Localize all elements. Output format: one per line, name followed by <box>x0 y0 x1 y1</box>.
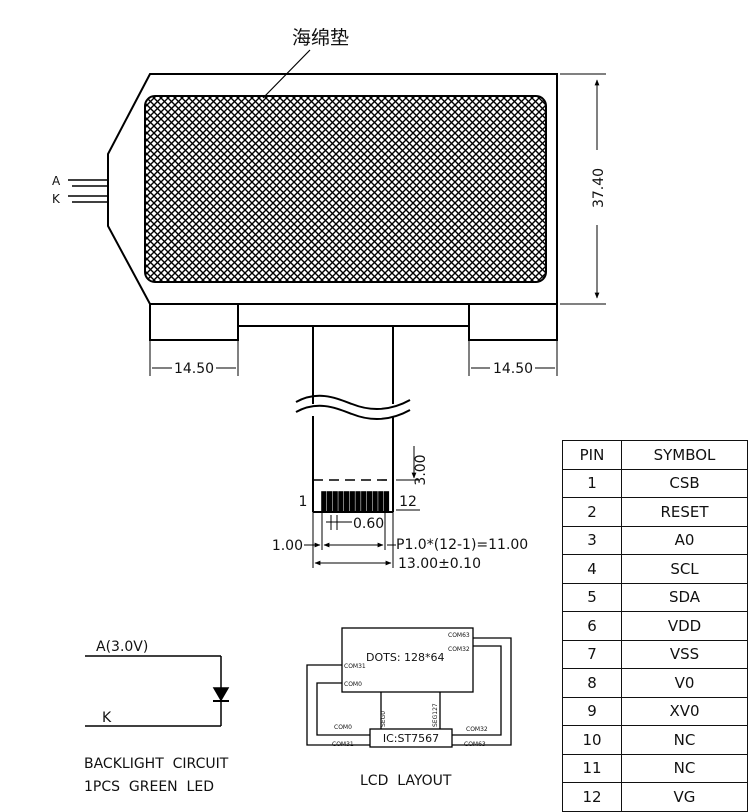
right-ear-width: 14.50 <box>493 361 533 377</box>
pin-number: 12 <box>562 782 622 812</box>
fpc-contact-pad <box>355 491 361 513</box>
symbol-header: SYMBOL <box>621 440 748 470</box>
fpc-contact-pad <box>338 491 344 513</box>
backlight-circuit <box>85 655 230 727</box>
pin-symbol: NC <box>621 753 748 783</box>
pin-number: 5 <box>562 582 622 612</box>
lcd-seg127: SEG127 <box>432 703 439 727</box>
pin-number: 2 <box>562 497 622 527</box>
pin-number: 6 <box>562 611 622 641</box>
pad-width-value: 0.60 <box>353 516 384 532</box>
pin-symbol: VSS <box>621 639 748 669</box>
pin-table-header: PIN SYMBOL <box>562 440 748 470</box>
ear-dimensions <box>149 340 558 376</box>
fpc-contact-pad <box>349 491 355 513</box>
pin-symbol: V0 <box>621 668 748 698</box>
pin-symbol: CSB <box>621 468 748 498</box>
pin-number: 10 <box>562 725 622 755</box>
lcd-com63-top: COM63 <box>448 632 470 639</box>
backlight-caption-line1: BACKLIGHT CIRCUIT <box>84 756 229 772</box>
backlight-pins <box>68 179 108 203</box>
lcd-layout <box>306 627 512 748</box>
fpc-contact-pad <box>383 491 390 513</box>
pin-number: 9 <box>562 696 622 726</box>
fpc-contact-pad <box>372 491 378 513</box>
pin-symbol: SCL <box>621 554 748 584</box>
lcd-com0-bottom: COM0 <box>334 724 352 731</box>
fpc-cable <box>295 326 411 513</box>
left-ear-width: 14.50 <box>174 361 214 377</box>
fpc-pin-last: 12 <box>399 494 417 510</box>
fpc-width-value: 13.00±0.10 <box>398 556 481 572</box>
pin-symbol: VDD <box>621 611 748 641</box>
lcd-com0-left: COM0 <box>344 681 362 688</box>
pin-symbol: VG <box>621 782 748 812</box>
fpc-contact-pad <box>326 491 333 513</box>
foam-pad <box>144 95 547 283</box>
backlight-caption-line2: 1PCS GREEN LED <box>84 779 214 795</box>
lcd-com31-bottom: COM31 <box>332 741 354 748</box>
height-dimension <box>560 73 606 305</box>
lcd-com32-top: COM32 <box>448 646 470 653</box>
pin-symbol: XV0 <box>621 696 748 726</box>
lcd-com31-left: COM31 <box>344 663 366 670</box>
pitch-value: P1.0*(12-1)=11.00 <box>396 537 528 553</box>
fpc-contact-pad <box>361 491 367 513</box>
pin-symbol: RESET <box>621 497 748 527</box>
pin-symbol: A0 <box>621 525 748 555</box>
lcd-dots: DOTS: 128*64 <box>366 651 445 664</box>
foam-leader <box>262 49 311 99</box>
pin-a-label: A <box>52 174 61 188</box>
pin-symbol: NC <box>621 725 748 755</box>
fpc-contact-pad <box>332 491 338 513</box>
lcd-seg0: SEG0 <box>380 711 387 727</box>
lcd-com32-bottom: COM32 <box>466 726 488 733</box>
backlight-anode-label: A(3.0V) <box>96 639 148 655</box>
lcd-ic: IC:ST7567 <box>383 732 439 745</box>
pitch-dimension <box>304 512 396 568</box>
fpc-contacts <box>321 491 390 513</box>
fpc-contact-pad <box>366 491 373 513</box>
fpc-contact-pad <box>321 491 327 513</box>
pin-number: 11 <box>562 753 622 783</box>
foam-label: 海绵垫 <box>292 27 349 49</box>
pin-number: 3 <box>562 525 622 555</box>
fpc-pin-first: 1 <box>299 494 308 510</box>
pin-number: 1 <box>562 468 622 498</box>
tail-dimension <box>396 446 420 481</box>
lcd-layout-caption: LCD LAYOUT <box>360 773 452 789</box>
lcd-com63-bottom: COM63 <box>464 741 486 748</box>
pin-number: 4 <box>562 554 622 584</box>
pin-symbol: SDA <box>621 582 748 612</box>
pin-k-label: K <box>52 192 61 206</box>
pad-width-dimension <box>326 515 352 530</box>
fpc-contact-pad <box>378 491 384 513</box>
edge-offset-value: 1.00 <box>272 538 303 554</box>
pin-number: 8 <box>562 668 622 698</box>
pin-header: PIN <box>562 440 622 470</box>
pin-number: 7 <box>562 639 622 669</box>
tail-dimension-value: 3.00 <box>413 454 429 485</box>
fpc-contact-pad <box>343 491 350 513</box>
height-dimension-value: 37.40 <box>591 168 607 208</box>
backlight-cathode-label: K <box>102 710 112 726</box>
